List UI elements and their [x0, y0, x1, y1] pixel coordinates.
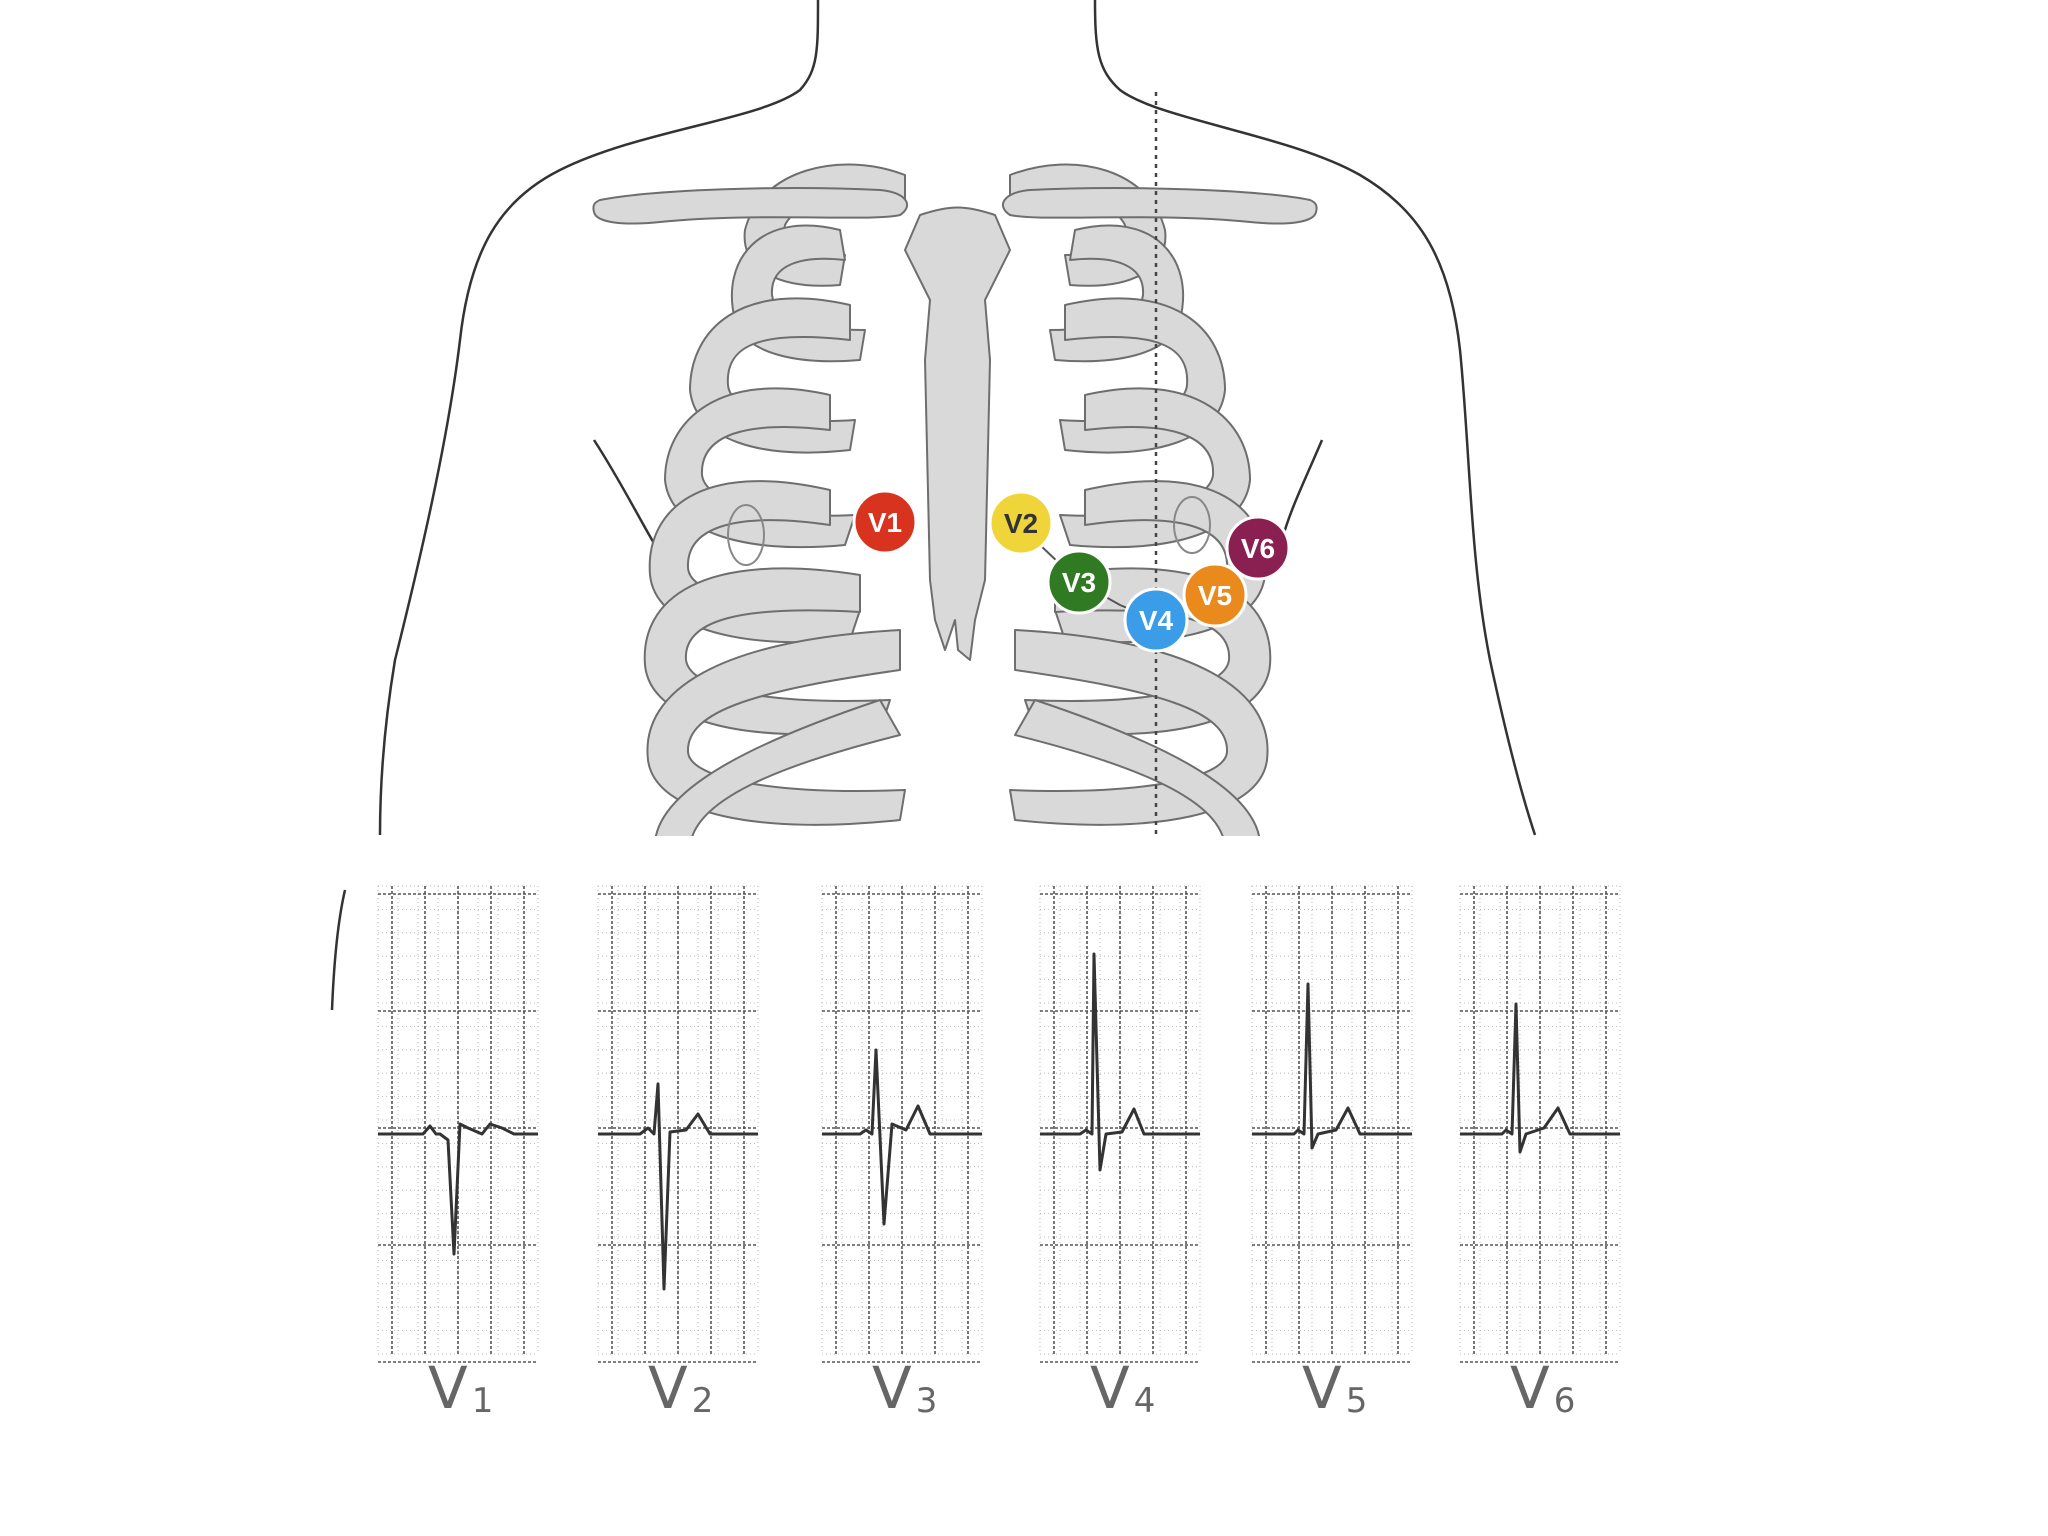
electrode-label: V3 — [1062, 567, 1096, 598]
electrode-v1: V1 — [852, 489, 918, 555]
electrode-label: V1 — [868, 507, 902, 538]
ecg-trace — [1460, 1002, 1620, 1154]
electrode-label: V5 — [1198, 580, 1232, 611]
electrode-marker — [1046, 549, 1112, 615]
electrode-label: V4 — [1139, 605, 1174, 636]
electrode-label: V6 — [1241, 533, 1275, 564]
electrode-marker — [852, 489, 918, 555]
ecg-trace — [598, 1082, 758, 1291]
ecg-trace — [1252, 982, 1412, 1150]
ecg-trace — [1040, 952, 1200, 1172]
rib-cage — [592, 163, 1318, 851]
electrode-v5: V5 — [1182, 562, 1248, 628]
electrode-marker — [1123, 587, 1189, 653]
electrode-v6: V6 — [1225, 515, 1291, 581]
electrode-v4: V4 — [1123, 587, 1189, 653]
electrode-v2: V2 — [988, 490, 1054, 556]
torso-outline — [330, 0, 1537, 1011]
nipple-markers — [727, 496, 1211, 566]
electrode-marker — [1182, 562, 1248, 628]
ecg-trace — [378, 1122, 538, 1256]
electrode-marker — [988, 490, 1054, 556]
electrode-v3: V3 — [1046, 549, 1112, 615]
figure-crop-mask — [0, 836, 2048, 856]
electrode-label: V2 — [1004, 508, 1038, 539]
ecg-trace — [822, 1048, 982, 1226]
electrode-marker — [1225, 515, 1291, 581]
